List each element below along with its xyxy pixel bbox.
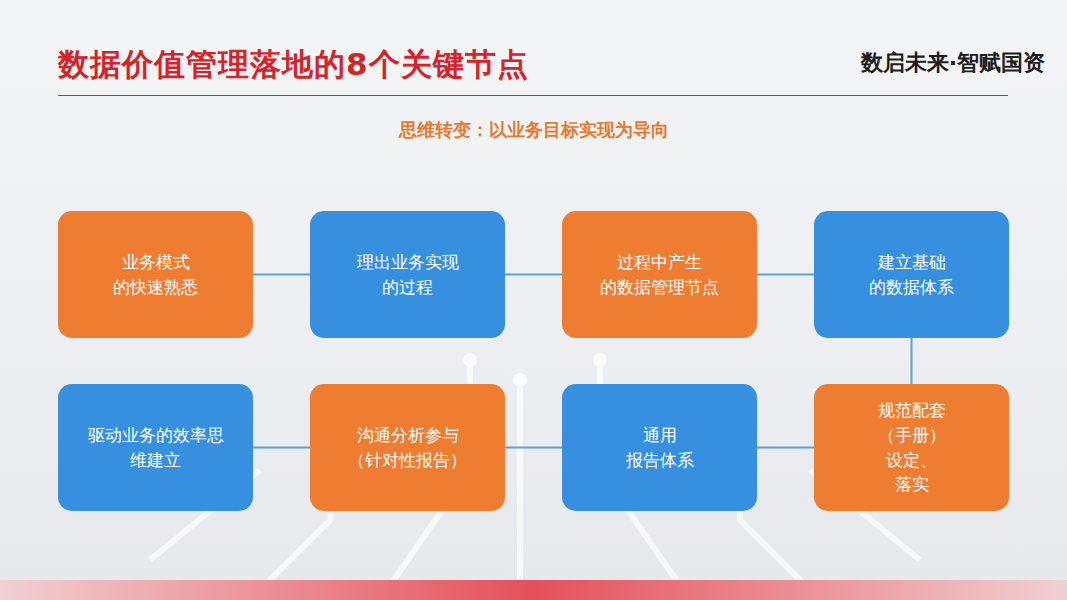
connector-line: [505, 447, 562, 449]
process-box: 建立基础 的数据体系: [814, 211, 1009, 338]
box-label: 驱动业务的效率思 维建立: [88, 423, 224, 472]
process-box: 通用 报告体系: [562, 384, 757, 511]
box-label: 建立基础 的数据体系: [869, 250, 954, 299]
connector-line: [757, 274, 814, 276]
process-box: 规范配套（手册） 设定、落实: [814, 384, 1009, 511]
connector-line: [757, 447, 814, 449]
process-box: 业务模式 的快速熟悉: [58, 211, 253, 338]
box-label: 过程中产生 的数据管理节点: [600, 250, 719, 299]
process-box: 沟通分析参与 （针对性报告）: [310, 384, 505, 511]
footer-bar: [0, 580, 1067, 600]
process-box: 理出业务实现 的过程: [310, 211, 505, 338]
box-label: 规范配套（手册） 设定、落实: [878, 398, 946, 497]
box-label: 沟通分析参与 （针对性报告）: [348, 423, 467, 472]
box-label: 业务模式 的快速熟悉: [113, 250, 198, 299]
subtitle: 思维转变：以业务目标实现为导向: [0, 118, 1067, 142]
process-box: 驱动业务的效率思 维建立: [58, 384, 253, 511]
connector-line: [253, 447, 310, 449]
connector-line: [505, 274, 562, 276]
box-label: 理出业务实现 的过程: [357, 250, 459, 299]
process-box: 过程中产生 的数据管理节点: [562, 211, 757, 338]
brand-slogan: 数启未来·智赋国资: [861, 48, 1045, 78]
box-label: 通用 报告体系: [626, 423, 694, 472]
connector-line: [253, 274, 310, 276]
title-rule: [58, 95, 1008, 96]
page-title: 数据价值管理落地的8个关键节点: [58, 44, 529, 86]
connector-line: [911, 338, 913, 384]
